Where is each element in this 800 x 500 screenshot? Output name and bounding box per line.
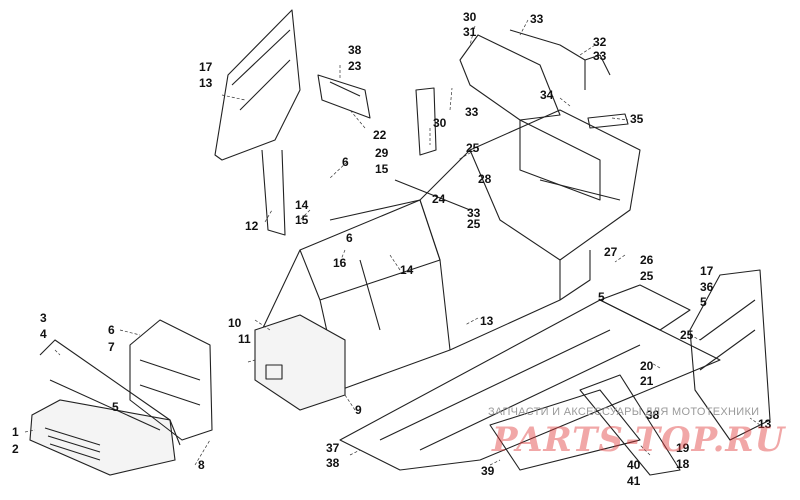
callout-9: 9 [355, 403, 362, 417]
callout-13: 13 [199, 76, 213, 90]
callout-26: 26 [640, 253, 654, 267]
callout-16: 16 [333, 256, 347, 270]
callout-7: 7 [108, 340, 115, 354]
callout-12: 12 [245, 219, 259, 233]
side-rail [579, 374, 681, 476]
callout-3: 3 [40, 311, 47, 325]
callout-25: 25 [467, 217, 481, 231]
callout-8: 8 [198, 458, 205, 472]
front-frame-block [254, 314, 346, 411]
callout-33: 33 [530, 12, 544, 26]
callout-11: 11 [238, 332, 251, 346]
cross-bar [317, 74, 371, 119]
callout-39: 39 [481, 464, 495, 478]
skid-plate-rear [599, 284, 691, 331]
callout-38: 38 [348, 43, 362, 57]
callout-27: 27 [604, 245, 618, 259]
callout-4: 4 [40, 327, 47, 341]
skid-plate-side [489, 389, 641, 471]
callout-30: 30 [463, 10, 477, 24]
callout-10: 10 [228, 316, 242, 330]
callout-19: 19 [676, 441, 690, 455]
callout-28: 28 [478, 172, 492, 186]
callout-23: 23 [348, 59, 362, 73]
front-roll-bar [214, 9, 301, 236]
callout-15: 15 [295, 213, 309, 227]
callout-5: 5 [598, 290, 605, 304]
front-bumper [29, 339, 181, 476]
main-frame [261, 109, 641, 391]
callout-13: 13 [480, 314, 494, 328]
callout-33: 33 [465, 105, 479, 119]
callout-21: 21 [640, 374, 654, 388]
callout-35: 35 [630, 112, 644, 126]
callout-5: 5 [700, 295, 707, 309]
callout-34: 34 [540, 88, 554, 102]
callout-41: 41 [627, 474, 641, 488]
callout-25: 25 [640, 269, 654, 283]
callout-20: 20 [640, 359, 654, 373]
rear-rack [459, 29, 611, 121]
callout-40: 40 [627, 458, 641, 472]
callout-6: 6 [346, 231, 353, 245]
callout-18: 18 [676, 457, 690, 471]
callout-33: 33 [593, 49, 607, 63]
callout-6: 6 [108, 323, 115, 337]
callout-30: 30 [433, 116, 447, 130]
callout-13: 13 [758, 417, 772, 431]
callout-2: 2 [12, 442, 19, 456]
callout-24: 24 [432, 192, 446, 206]
callout-14: 14 [295, 198, 309, 212]
front-mount-bracket [129, 319, 213, 441]
callout-38: 38 [326, 456, 340, 470]
callout-17: 17 [700, 264, 714, 278]
callout-5: 5 [112, 400, 119, 414]
callout-17: 17 [199, 60, 213, 74]
callout-14: 14 [400, 263, 414, 277]
callout-15: 15 [375, 162, 389, 176]
rear-panel-plate [587, 113, 629, 129]
callout-37: 37 [326, 441, 340, 455]
callout-31: 31 [463, 25, 477, 39]
watermark-brand: PARTS-TOP.RU [492, 420, 786, 460]
rear-side-guard [689, 269, 771, 441]
callout-25: 25 [466, 141, 480, 155]
leader-lines [24, 19, 761, 466]
callout-22: 22 [373, 128, 387, 142]
watermark-caption: ЗАПЧАСТИ И АКСЕССУАРЫ ДЛЯ МОТОТЕХНИКИ [488, 406, 760, 418]
callout-1: 1 [12, 425, 19, 439]
callout-36: 36 [700, 280, 714, 294]
callout-32: 32 [593, 35, 607, 49]
seat-bracket [415, 87, 437, 156]
callout-29: 29 [375, 146, 389, 160]
callout-25: 25 [680, 328, 694, 342]
callout-6: 6 [342, 155, 349, 169]
callout-38: 38 [646, 408, 660, 422]
callout-33: 33 [467, 206, 481, 220]
